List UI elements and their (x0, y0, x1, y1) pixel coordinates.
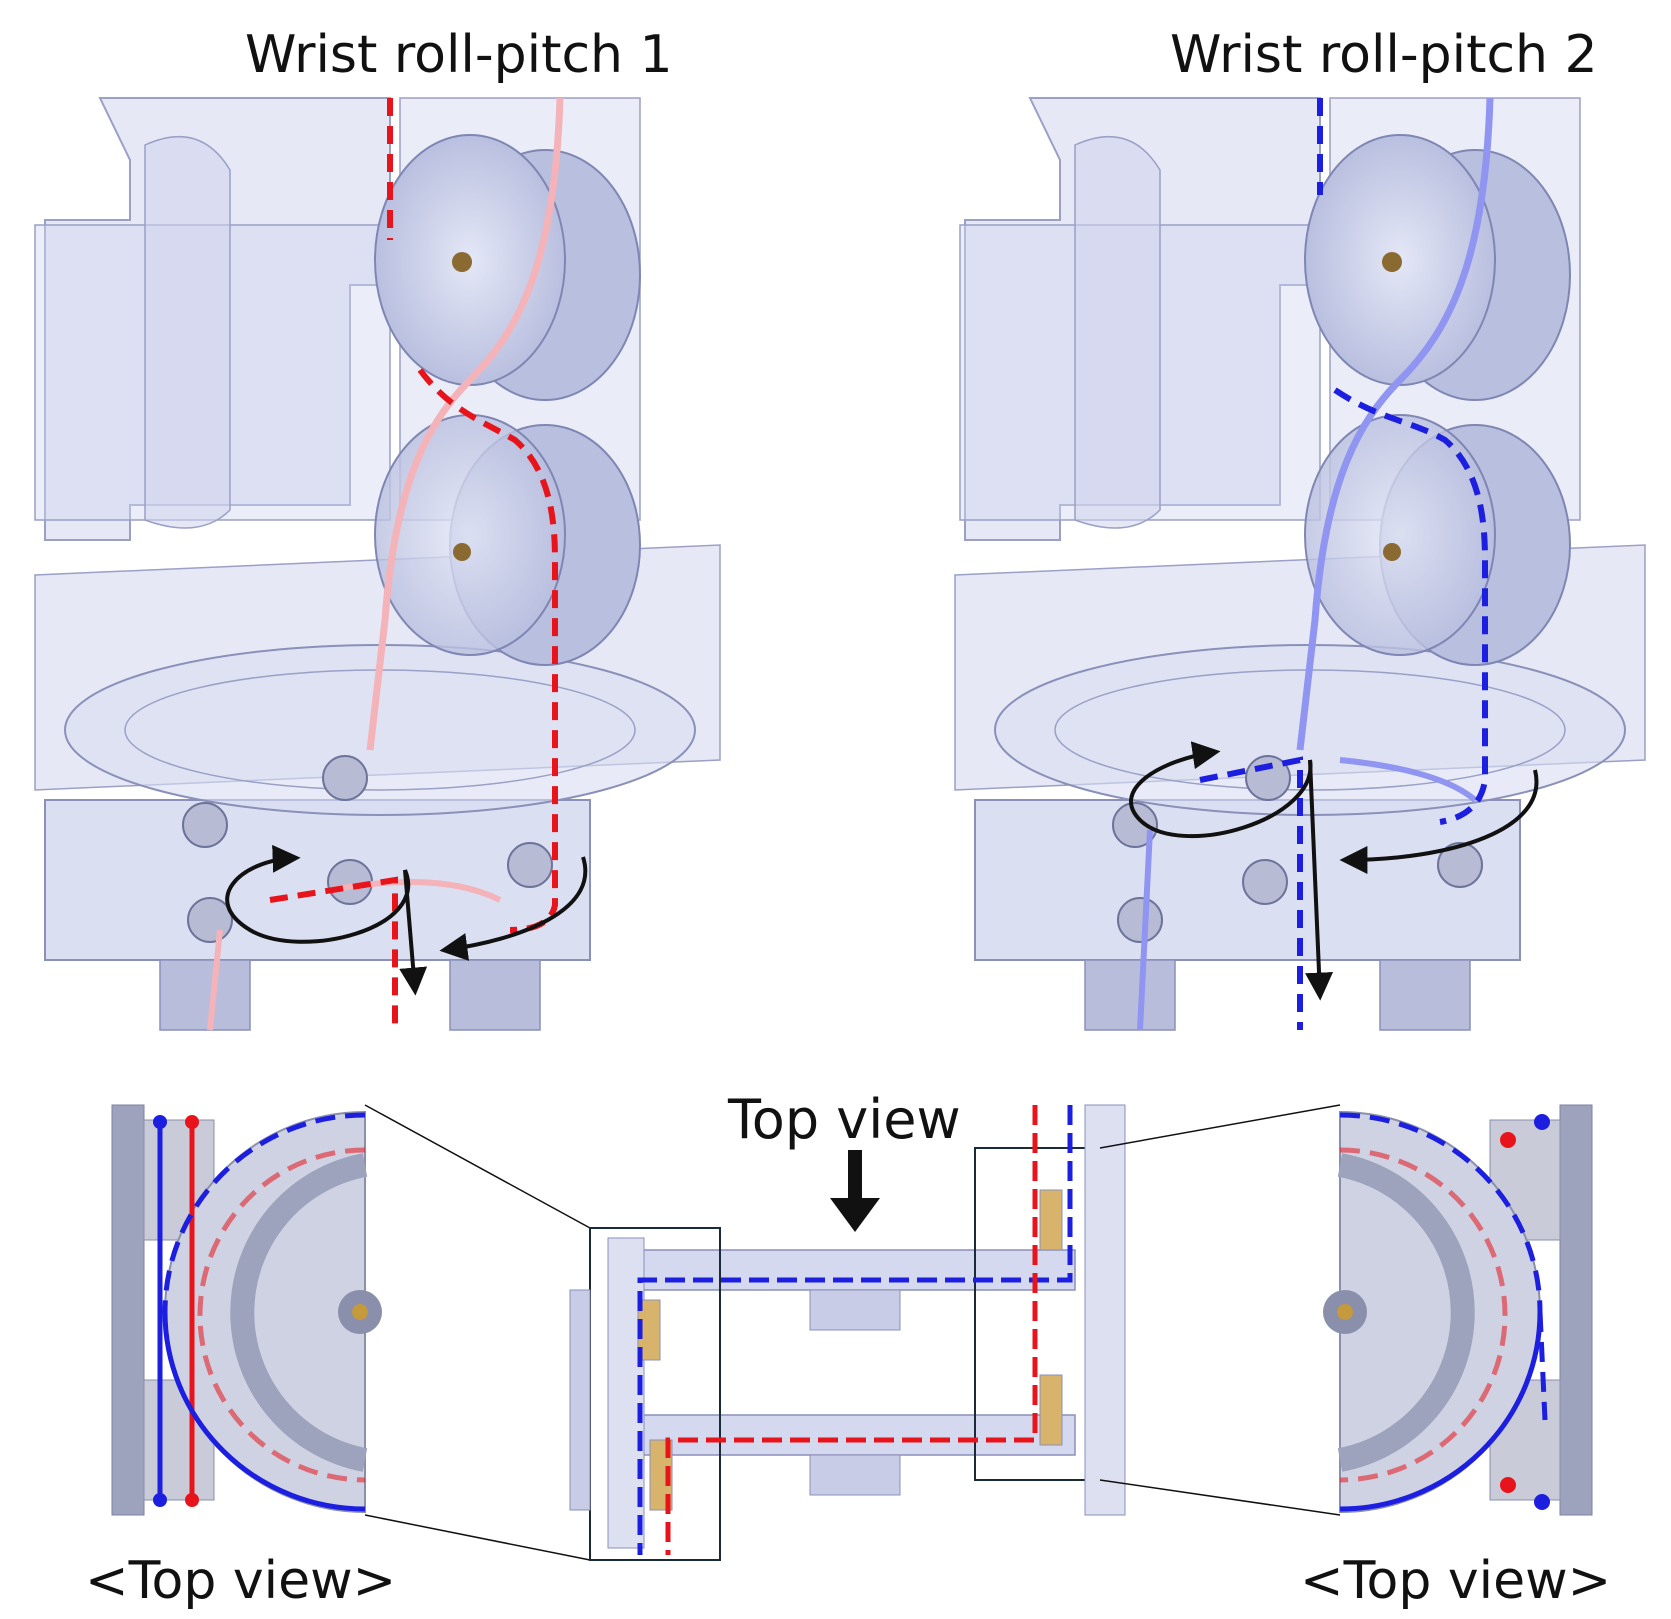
left-roll-arrow (225, 844, 410, 944)
bottom-right-label: <Top view> (1300, 1551, 1611, 1611)
center-red-dashed-cable (665, 1105, 1038, 1555)
right-roll-arrow (1129, 741, 1313, 839)
top-view-label: Top view (727, 1088, 961, 1151)
left-light-red-cable (366, 97, 564, 751)
left-idler-pulleys (182, 755, 553, 943)
left-lower-pulley (374, 414, 641, 666)
center-top-view: Top view (569, 1088, 1126, 1561)
title-left: Wrist roll-pitch 1 (245, 25, 673, 85)
top-view-arrow-icon (830, 1150, 880, 1232)
right-blue-dashed-cable (1317, 98, 1488, 825)
left-red-dashed-cable (387, 98, 558, 933)
left-pitch-arrow (439, 856, 588, 961)
left-zoom-top-view (111, 1104, 382, 1516)
right-light-blue-cable (1296, 97, 1494, 751)
left-upper-pulley (374, 134, 641, 401)
right-lower-pulley (1304, 414, 1571, 666)
left-wrist-isometric-view (34, 97, 721, 1031)
bottom-left-label: <Top view> (85, 1551, 396, 1611)
center-blue-dashed-cable (637, 1105, 1073, 1555)
right-upper-pulley (1304, 134, 1571, 401)
right-wrist-isometric-view (954, 97, 1646, 1031)
right-pitch-arrow (1339, 769, 1539, 874)
right-zoom-top-view (1323, 1104, 1593, 1516)
title-right: Wrist roll-pitch 2 (1170, 25, 1598, 85)
